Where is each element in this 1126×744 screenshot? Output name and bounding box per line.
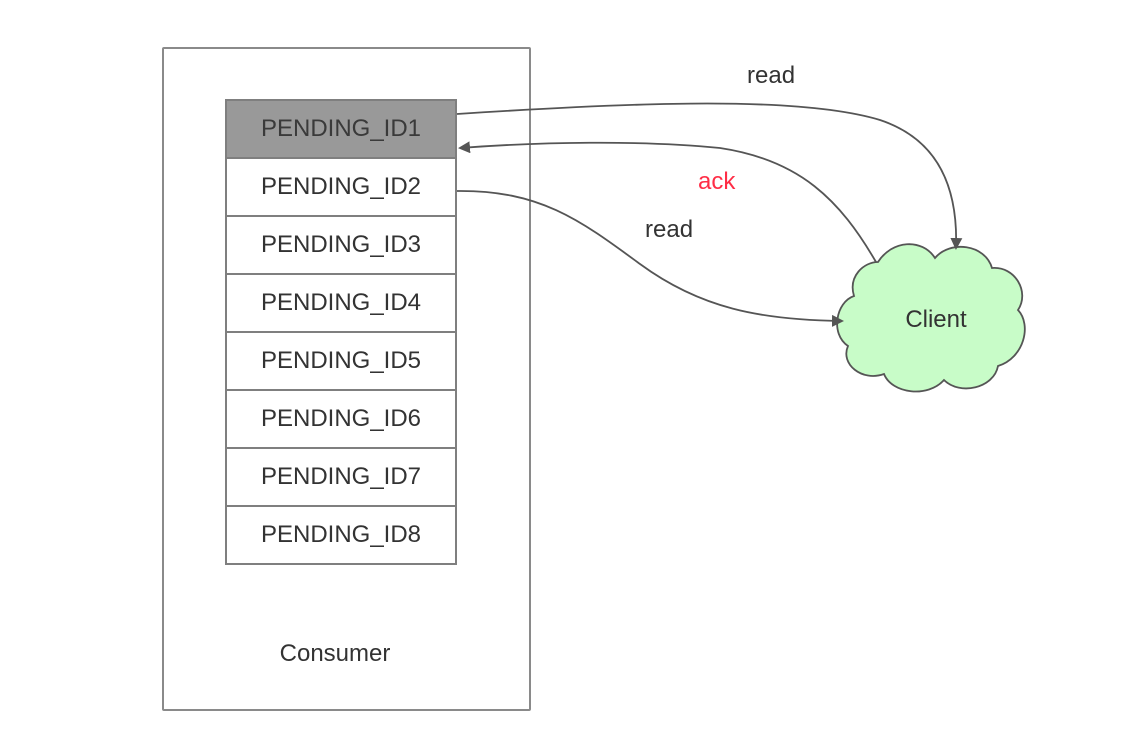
read-label-top: read: [747, 62, 796, 89]
consumer-label: Consumer: [279, 640, 391, 667]
pending-item-5: PENDING_ID5: [225, 331, 457, 391]
pending-list: PENDING_ID1 PENDING_ID2 PENDING_ID3 PEND…: [225, 99, 457, 565]
pending-item-8: PENDING_ID8: [225, 505, 457, 565]
read-label-bottom: read: [645, 216, 694, 243]
ack-label: ack: [698, 168, 736, 195]
pending-item-2: PENDING_ID2: [225, 157, 457, 217]
ack-edge: [458, 141, 877, 263]
read-edge-bottom: [456, 190, 844, 327]
client-label: Client: [905, 306, 967, 333]
pending-item-1: PENDING_ID1: [225, 99, 457, 159]
client-cloud-shape: [836, 243, 1026, 393]
read-edge-top: [456, 102, 963, 250]
